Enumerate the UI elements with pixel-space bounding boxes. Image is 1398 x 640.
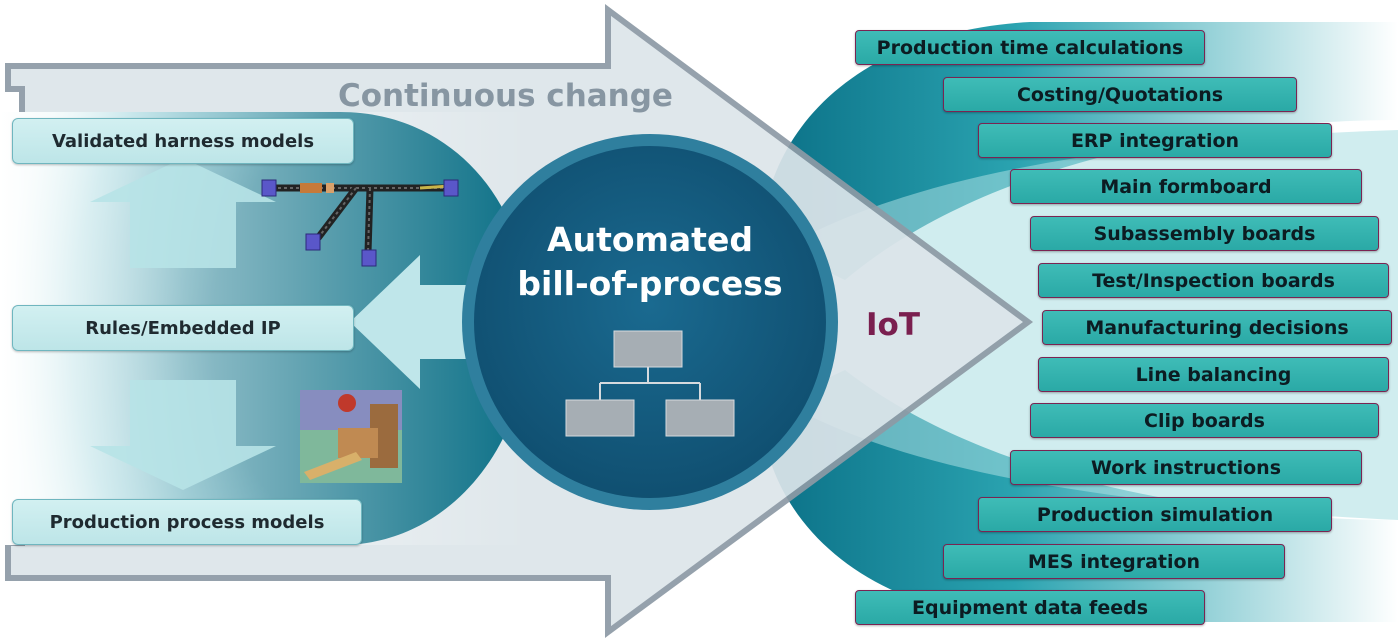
wire-harness-icon bbox=[261, 179, 459, 267]
continuous-change-label: Continuous change bbox=[338, 78, 673, 114]
input-tile-production-process-models: Production process models bbox=[12, 499, 362, 545]
output-tile-test-inspection-boards: Test/Inspection boards bbox=[1038, 263, 1389, 298]
output-tile-costing-quotations: Costing/Quotations bbox=[943, 77, 1297, 112]
center-circle bbox=[474, 146, 826, 498]
output-tile-subassembly-boards: Subassembly boards bbox=[1030, 216, 1379, 251]
output-tile-main-formboard: Main formboard bbox=[1010, 169, 1362, 204]
output-tile-work-instructions: Work instructions bbox=[1010, 450, 1362, 485]
crimp-machine-icon bbox=[300, 390, 402, 483]
output-tile-production-time-calculations: Production time calculations bbox=[855, 30, 1205, 65]
iot-label: IoT bbox=[866, 307, 920, 343]
center-title-line1: Automated bbox=[547, 220, 753, 259]
center-title-line2: bill-of-process bbox=[517, 264, 783, 303]
output-tile-line-balancing: Line balancing bbox=[1038, 357, 1389, 392]
output-tile-manufacturing-decisions: Manufacturing decisions bbox=[1042, 310, 1392, 345]
input-tile-validated-harness-models: Validated harness models bbox=[12, 118, 354, 164]
output-tile-production-simulation: Production simulation bbox=[978, 497, 1332, 532]
down-arrow-shape bbox=[90, 380, 276, 490]
output-tile-equipment-data-feeds: Equipment data feeds bbox=[855, 590, 1205, 625]
left-pointing-arrow bbox=[350, 255, 470, 389]
up-arrow-shape bbox=[90, 158, 276, 268]
output-tile-erp-integration: ERP integration bbox=[978, 123, 1332, 158]
output-tile-mes-integration: MES integration bbox=[943, 544, 1285, 579]
input-tile-rules-embedded-ip: Rules/Embedded IP bbox=[12, 305, 354, 351]
output-tile-clip-boards: Clip boards bbox=[1030, 403, 1379, 438]
automated-bop-title: Automated bill-of-process bbox=[468, 218, 832, 306]
org-chart-icon bbox=[565, 330, 735, 437]
